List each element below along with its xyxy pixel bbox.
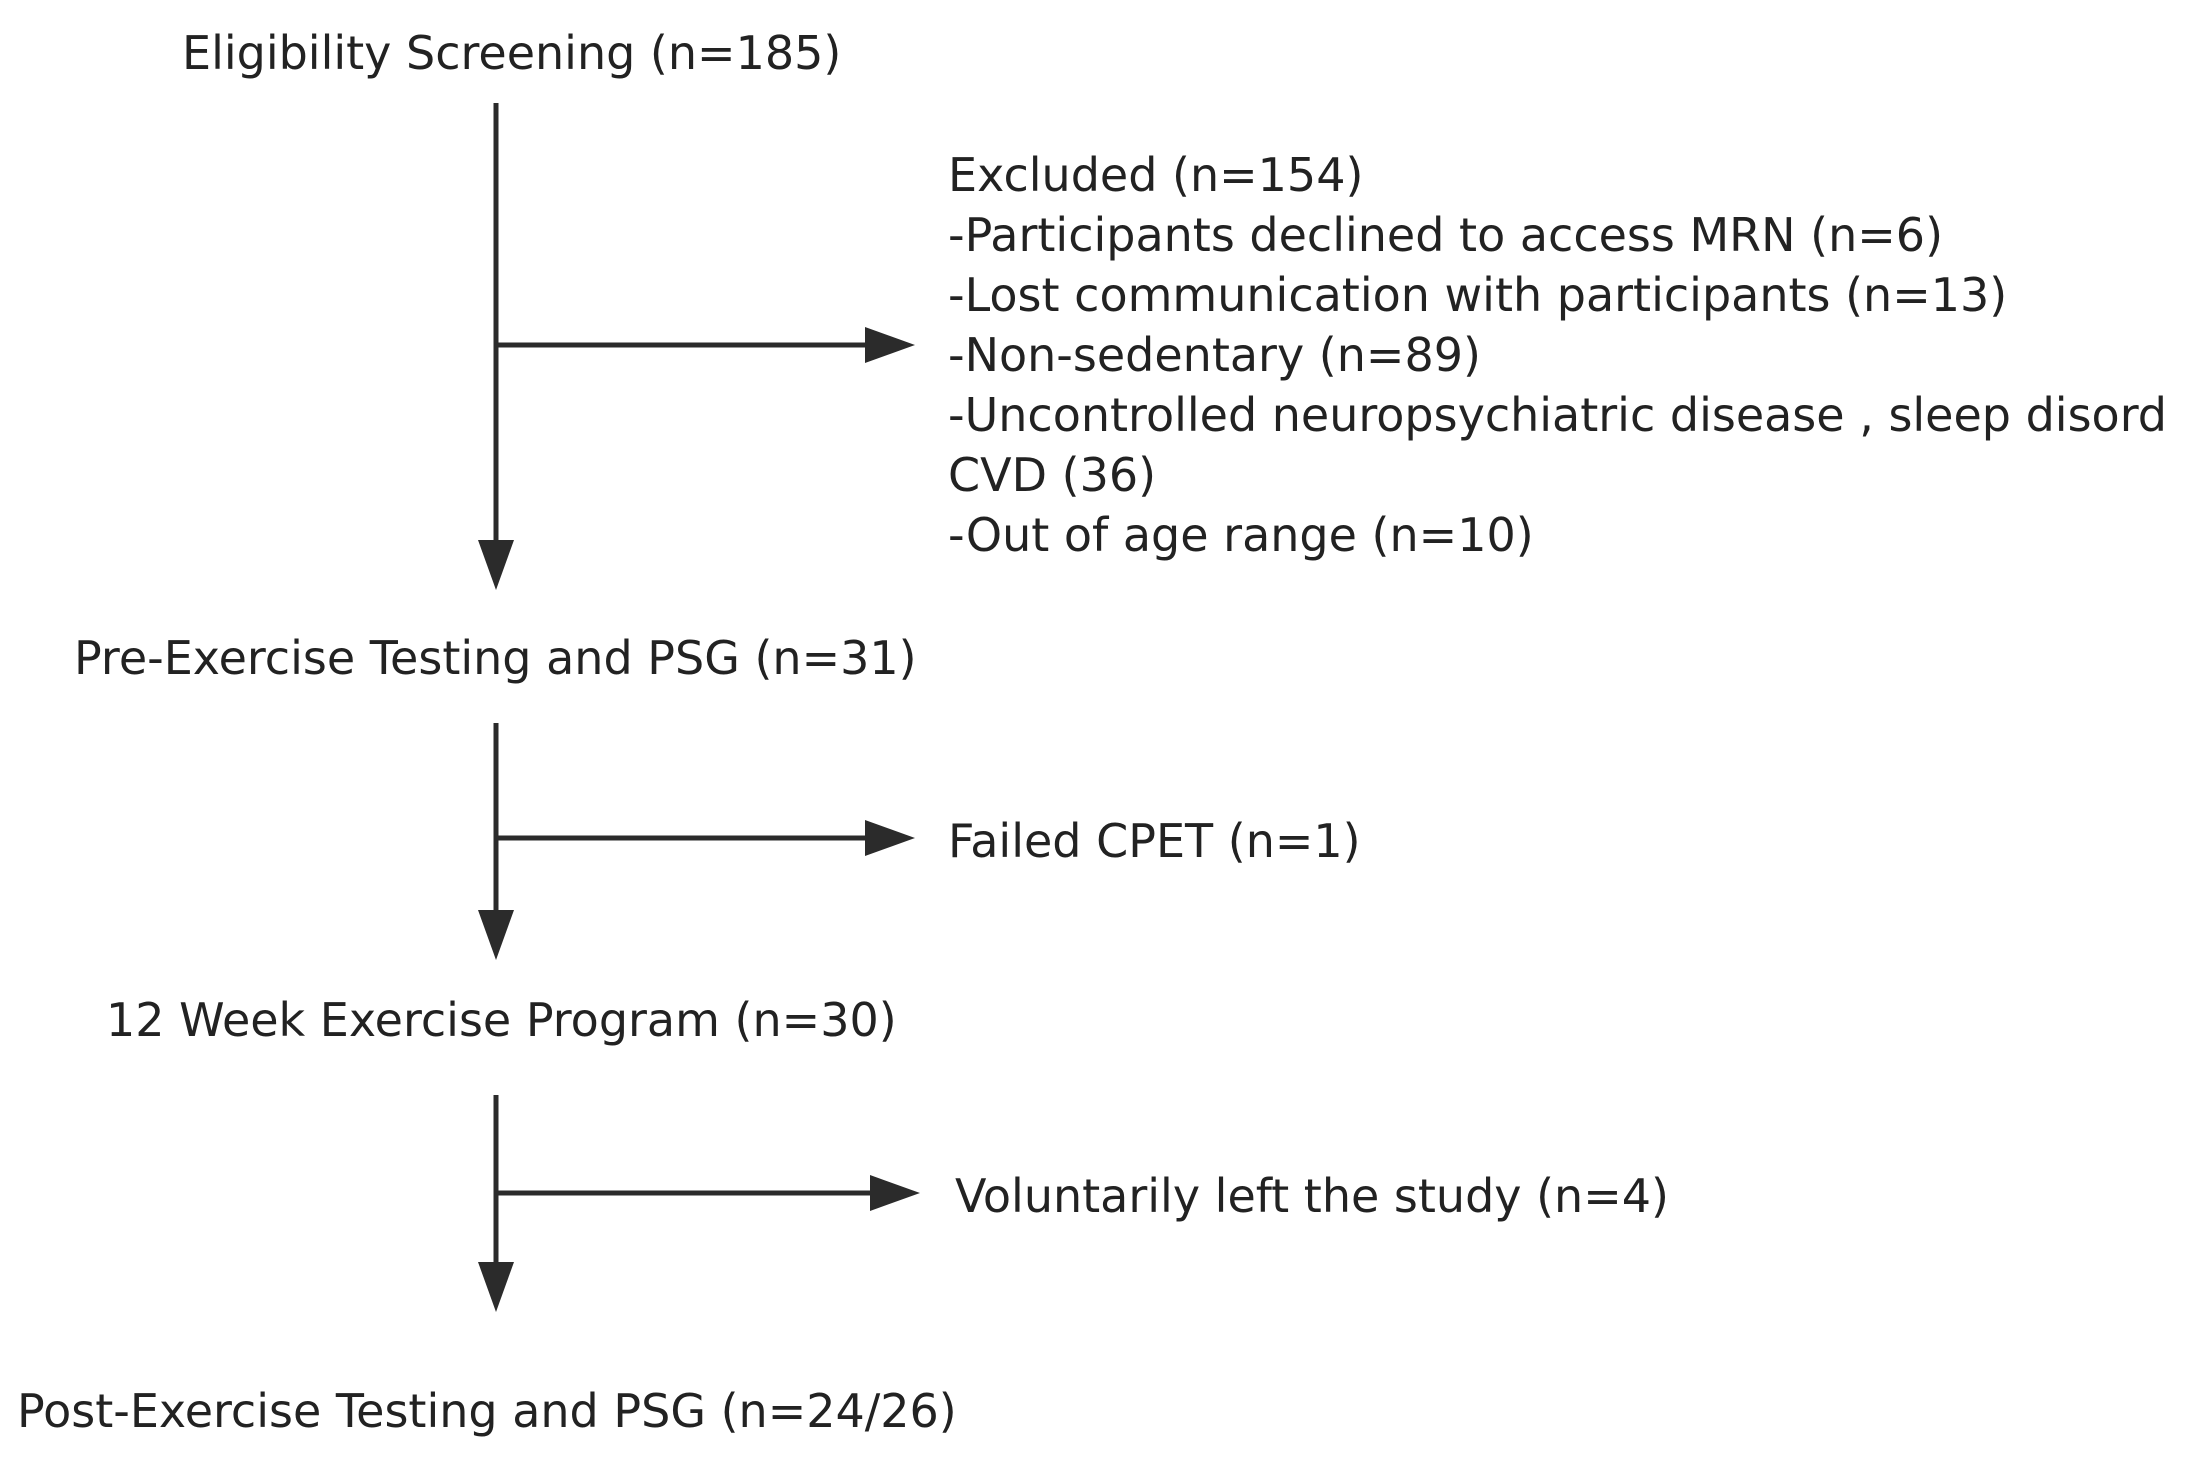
excluded-title: Excluded (n=154) xyxy=(948,148,1364,202)
excluded-reason-declined-mrn: -Participants declined to access MRN (n=… xyxy=(948,208,1944,262)
branch-arrow-2-head xyxy=(865,820,915,856)
step-eligibility-screening: Eligibility Screening (n=185) xyxy=(182,26,842,80)
excluded-reason-lost-communication: -Lost communication with participants (n… xyxy=(948,268,2008,322)
branch-arrow-1-head xyxy=(865,327,915,363)
step-pre-exercise-testing: Pre-Exercise Testing and PSG (n=31) xyxy=(74,631,917,685)
step-exercise-program: 12 Week Exercise Program (n=30) xyxy=(106,993,897,1047)
main-arrow-3-head xyxy=(478,1262,514,1312)
step-post-exercise-testing: Post-Exercise Testing and PSG (n=24/26) xyxy=(17,1384,957,1438)
excluded-reason-age-range: -Out of age range (n=10) xyxy=(948,508,1534,562)
main-arrow-2-head xyxy=(478,910,514,960)
main-arrow-1-head xyxy=(478,540,514,590)
excluded-reason-uncontrolled-disease: -Uncontrolled neuropsychiatric disease ,… xyxy=(948,388,2167,442)
voluntarily-left-label: Voluntarily left the study (n=4) xyxy=(955,1169,1669,1223)
excluded-block: Excluded (n=154) -Participants declined … xyxy=(948,145,2167,565)
failed-cpet-label: Failed CPET (n=1) xyxy=(948,814,1361,868)
excluded-reason-non-sedentary: -Non-sedentary (n=89) xyxy=(948,328,1481,382)
excluded-reason-cvd: CVD (36) xyxy=(948,448,1157,502)
branch-arrow-3-head xyxy=(870,1175,920,1211)
